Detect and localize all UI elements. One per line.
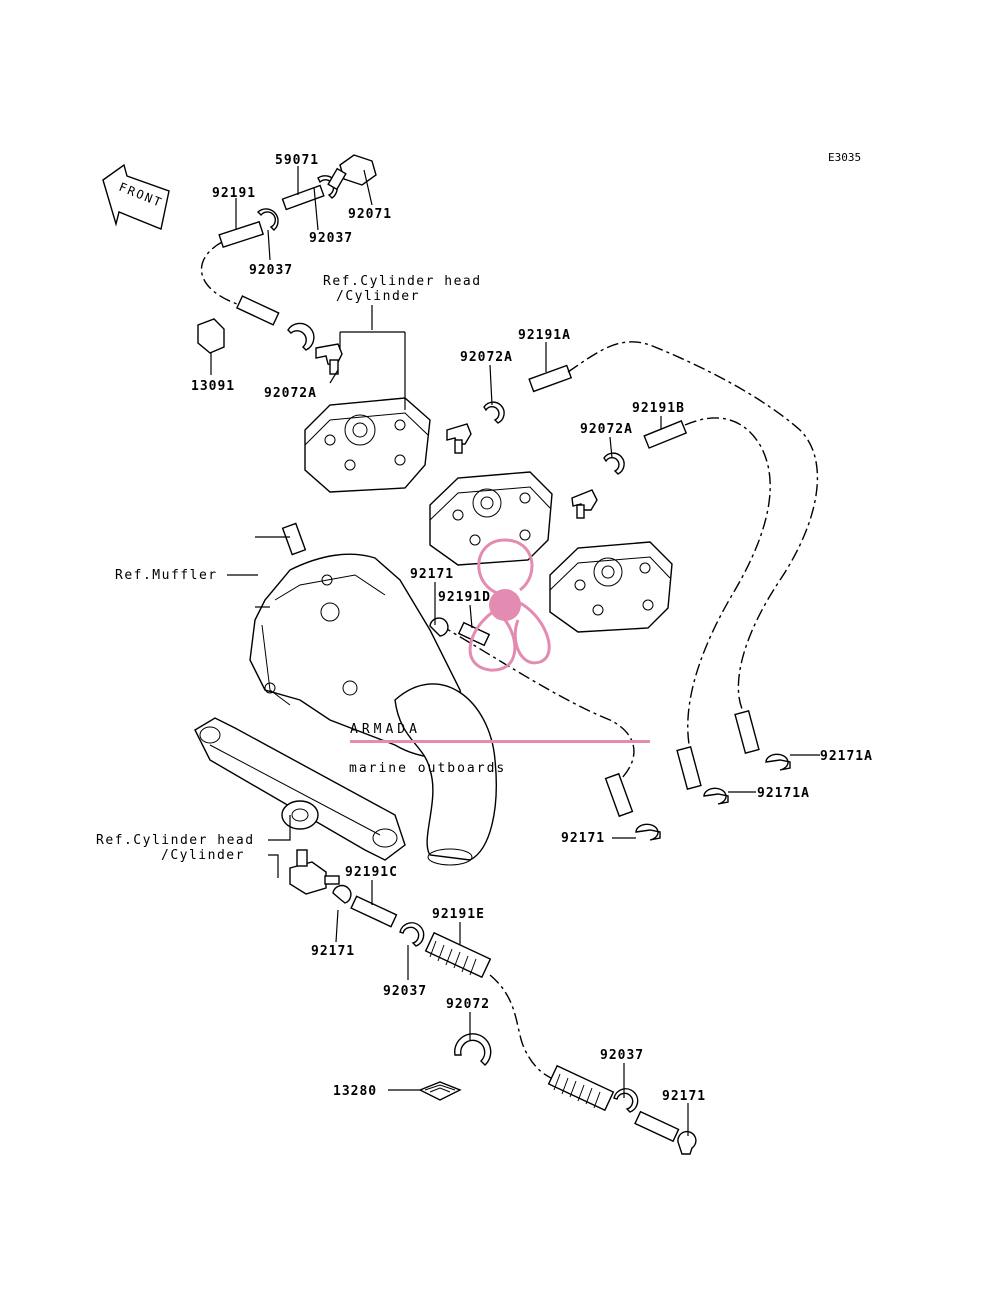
part-92171-d: 92171 — [662, 1089, 706, 1104]
part-92072: 92072 — [446, 997, 490, 1012]
water-manifold — [194, 717, 406, 895]
part-92171-a: 92171 — [410, 567, 454, 582]
part-92072a-a: 92072A — [264, 386, 317, 401]
part-92037-e: 92037 — [600, 1048, 644, 1063]
watermark-tagline: marine outboards — [349, 761, 506, 776]
part-92191a: 92191A — [518, 328, 571, 343]
leader-lines — [210, 166, 820, 1136]
part-59071: 59071 — [275, 153, 319, 168]
part-13091: 13091 — [191, 379, 235, 394]
part-92191b: 92191B — [632, 401, 685, 416]
armada-watermark: ARMADA marine outboards — [349, 538, 650, 776]
front-arrow-icon: FRONT — [102, 163, 170, 230]
ref-cylinder-head-bottom-1: Ref.Cylinder head — [96, 833, 255, 848]
part-labels: 59071 92191 92037 92071 92037 13091 9207… — [96, 153, 873, 1104]
diagram-code: E3035 — [828, 151, 861, 164]
part-92037-b: 92037 — [309, 231, 353, 246]
part-92191: 92191 — [212, 186, 256, 201]
part-92171-c: 92171 — [311, 944, 355, 959]
cylinder-head-3 — [549, 452, 673, 633]
part-92072a-c: 92072A — [580, 422, 633, 437]
part-92037-a: 92037 — [249, 263, 293, 278]
part-92072a-b: 92072A — [460, 350, 513, 365]
muffler-body — [249, 522, 661, 866]
part-92171-b: 92171 — [561, 831, 605, 846]
ref-muffler: Ref.Muffler — [115, 568, 218, 583]
part-92171a-b: 92171A — [757, 786, 810, 801]
upper-fittings — [197, 154, 377, 375]
part-92191d: 92191D — [438, 590, 491, 605]
part-92071: 92071 — [348, 207, 392, 222]
ref-cylinder-head-top-2: /Cylinder — [336, 289, 420, 304]
cylinder-head-2 — [429, 401, 553, 566]
lower-hoses — [332, 884, 697, 1155]
cylinder-head-1 — [304, 397, 431, 493]
propeller-logo-icon — [468, 538, 551, 672]
ref-cylinder-head-bottom-2: /Cylinder — [161, 848, 245, 863]
ref-cylinder-head-top-1: Ref.Cylinder head — [323, 274, 482, 289]
part-13280: 13280 — [333, 1084, 377, 1099]
watermark-divider — [350, 740, 650, 743]
part-92191e: 92191E — [432, 907, 485, 922]
right-hoses — [528, 341, 819, 805]
part-92171a-a: 92171A — [820, 749, 873, 764]
watermark-name: ARMADA — [350, 722, 421, 737]
part-92037-d: 92037 — [383, 984, 427, 999]
part-92191c: 92191C — [345, 865, 398, 880]
